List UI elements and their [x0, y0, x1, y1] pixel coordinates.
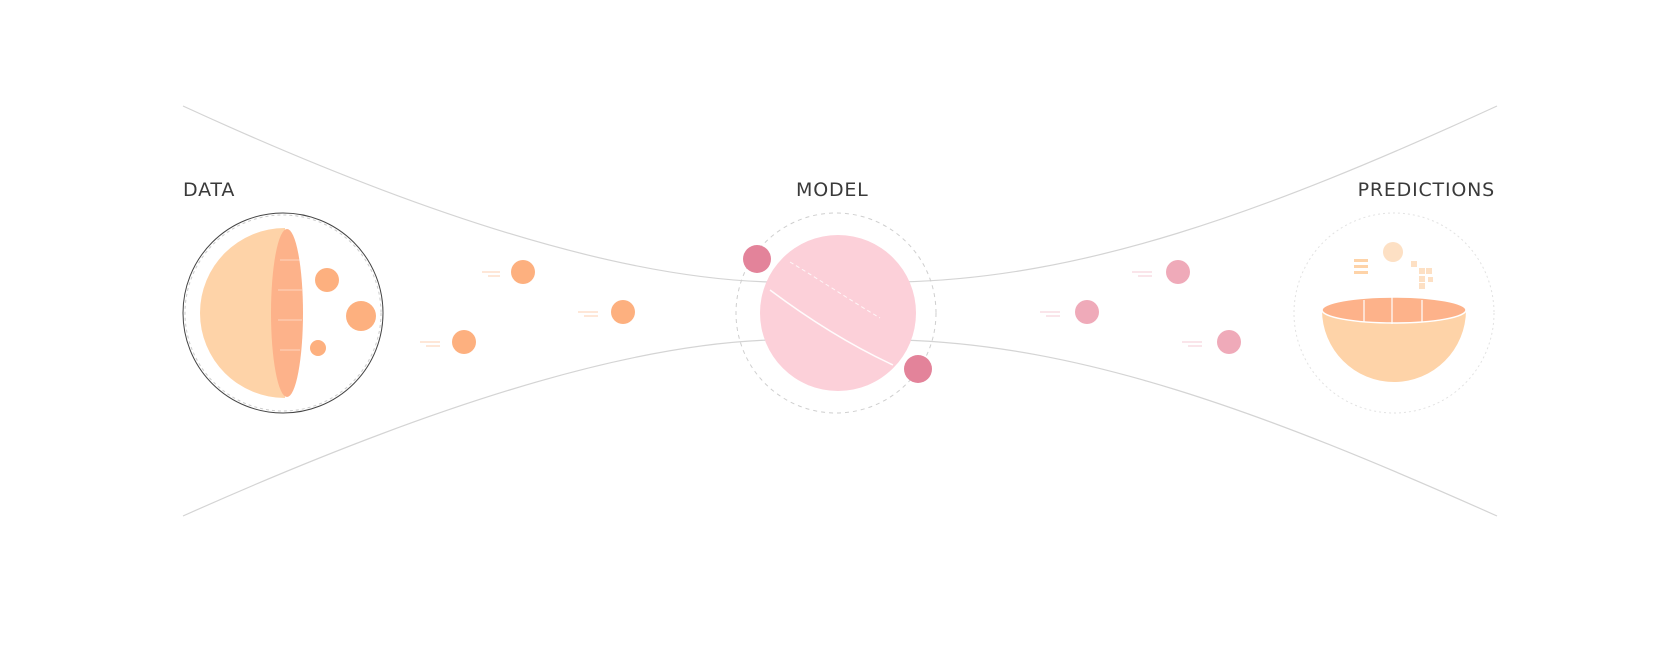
flow-particle: [578, 300, 635, 324]
model-satellite: [904, 355, 932, 383]
flow-particle: [420, 330, 476, 354]
data-cut-surface: [271, 229, 303, 397]
data-particle: [346, 301, 376, 331]
model-satellite: [743, 245, 771, 273]
funnel-bottom-right-curve: [899, 339, 1498, 517]
data-particle: [315, 268, 339, 292]
data-hemisphere: [200, 228, 285, 398]
list-icon: [1354, 271, 1368, 274]
stage-label-data: DATA: [183, 179, 236, 201]
prediction-flow-particles: [1040, 260, 1241, 354]
stage-label-model: MODEL: [796, 179, 869, 201]
model-sphere-highlight: [769, 289, 894, 366]
data-orbit-ring-dashed: [184, 214, 382, 412]
model-sphere-highlight: [789, 261, 881, 319]
model-sphere: [760, 235, 916, 391]
flow-particle: [1132, 260, 1190, 284]
data-flow-particles: [420, 260, 635, 354]
prediction-output-icons: [1354, 242, 1433, 289]
list-icon: [1354, 265, 1368, 268]
funnel-top-right-curve: [899, 105, 1498, 283]
predictions-orbit-ring: [1293, 212, 1495, 414]
data-particle: [310, 340, 326, 356]
funnel-bottom-left-curve: [182, 339, 771, 517]
flow-particle: [482, 260, 535, 284]
data-orbit-ring: [182, 212, 384, 414]
flow-particle: [1040, 300, 1099, 324]
model-orbit-ring: [735, 212, 937, 414]
predictions-bowl-ribs: [1363, 297, 1423, 324]
predictions-bowl-group: [1293, 212, 1495, 414]
grid-icon: [1411, 261, 1433, 289]
dot-icon: [1383, 242, 1403, 262]
predictions-bowl: [1322, 310, 1466, 382]
predictions-bowl-rim: [1321, 296, 1467, 324]
data-cut-lines: [278, 259, 302, 351]
funnel-outline: [182, 105, 1498, 517]
flow-particle: [1182, 330, 1241, 354]
data-sphere-group: [182, 212, 384, 414]
model-sphere-group: [735, 212, 937, 414]
stage-label-predictions: PREDICTIONS: [1357, 179, 1495, 201]
list-icon: [1354, 259, 1368, 262]
funnel-top-left-curve: [182, 105, 771, 283]
